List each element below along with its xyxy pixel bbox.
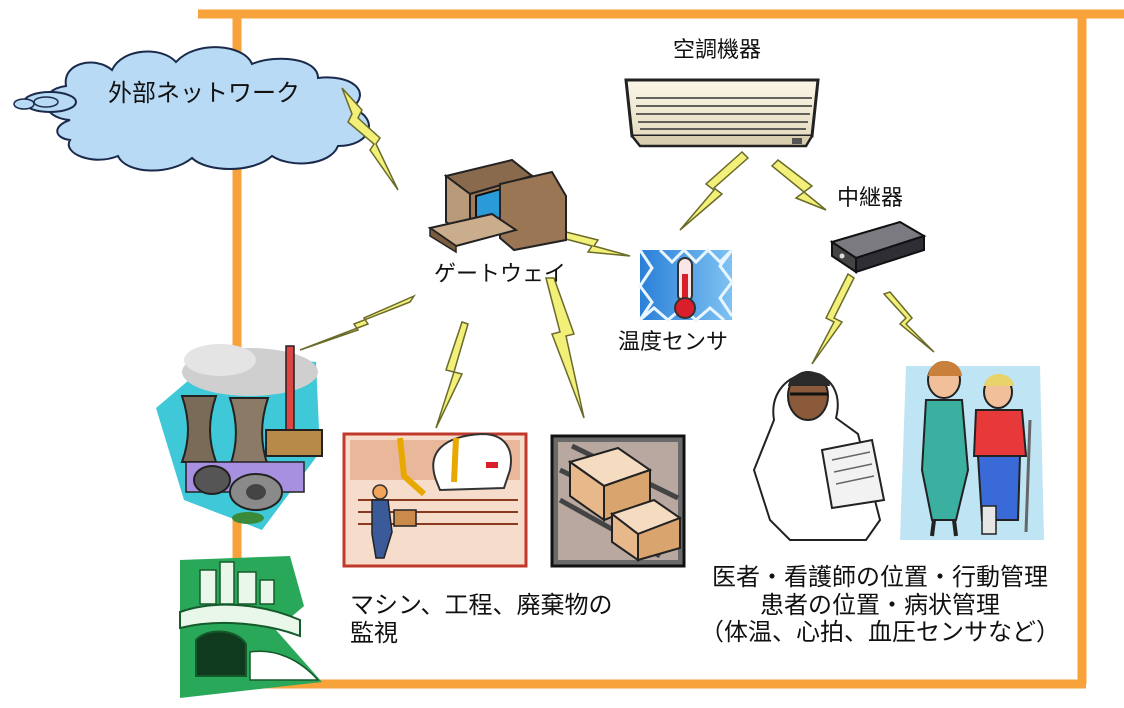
medical-management-label: 医者・看護師の位置・行動管理 患者の位置・病状管理 （体温、心拍、血圧センサなど… [700,563,1060,647]
thermometer-icon [638,247,734,322]
repeater-device-icon [829,220,927,274]
machine-monitoring-line-2: 監視 [350,618,398,647]
machine-monitoring-line-1: マシン、工程、廃棄物の [350,591,613,619]
assembly-line-icon [342,432,528,568]
lightning-cloud-gateway [341,87,399,191]
conveyor-boxes-icon [550,434,686,568]
gateway-label: ゲートウェイ [434,262,567,287]
lightning-ac-sensor [679,150,750,231]
nurse-patient-icon [900,361,1044,540]
lightning-gateway-assembly [435,321,469,429]
doctor-icon [752,371,886,541]
repeater-label: 中継器 [837,186,904,211]
lightning-repeater-nurse [882,291,935,353]
medical-management-line-3: （体温、心拍、血圧センサなど） [700,618,1060,647]
cloud-icon [13,46,370,172]
lightning-gateway-sensor [560,231,631,257]
temperature-sensor-label: 温度センサ [618,330,729,355]
wireless-links [299,87,935,429]
machine-monitoring-label: マシン、工程、廃棄物の 監視 [350,591,613,647]
medical-management-line-1: 医者・看護師の位置・行動管理 [712,563,1048,591]
lightning-ac-repeater [770,159,827,211]
factory-icon [156,344,323,530]
external-network-label: 外部ネットワーク [108,79,300,107]
lightning-repeater-doctor [811,272,855,365]
lightning-gateway-factory [299,294,417,351]
air-conditioner-label: 空調機器 [673,38,762,63]
computer-icon [427,158,567,254]
dam-icon [179,556,322,698]
lightning-gateway-conveyor [545,277,585,419]
medical-management-line-2: 患者の位置・病状管理 [760,590,1000,619]
air-conditioner-icon [624,78,820,148]
